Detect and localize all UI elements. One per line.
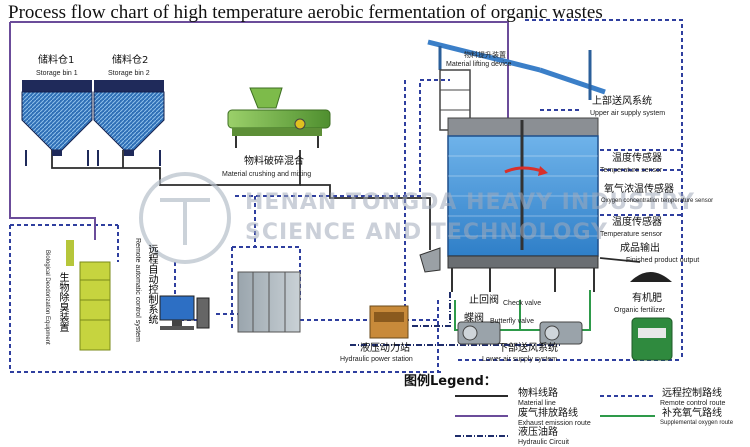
organic-fertilizer-label-en: Organic fertilizer <box>614 307 665 314</box>
butterfly-valve-label-en: Butterfly valve <box>490 318 534 325</box>
hydraulic-route <box>350 290 560 346</box>
bio-deodor-label-en: Biological Deodorization Equipment <box>44 250 50 345</box>
crushing-label-cn: 物料破碎混合 <box>244 156 304 167</box>
product-output-label-en: Finished product output <box>626 257 700 264</box>
bio-deodor-label-cn: 生物除臭装置 <box>57 272 68 332</box>
remote-control-routes <box>9 19 683 373</box>
oxygen-sensor-label-cn: 氧气浓温传感器 <box>604 184 674 195</box>
product-pile <box>630 272 672 282</box>
remote-control-label-cn: 远程自动控制系统 <box>146 244 157 324</box>
storage-bin-2-label-cn: 储料仓2 <box>112 55 149 66</box>
legend-item-oxygen-en: Supplemental oxygen route <box>660 420 734 426</box>
hydraulic-station-label-en: Hydraulic power station <box>340 356 413 363</box>
exhaust-route <box>9 21 509 240</box>
legend-heading: 图例Legend： <box>404 374 497 389</box>
temp-sensor-1-label-cn: 温度传感器 <box>612 153 662 164</box>
check-valve-label-en: Check valve <box>503 300 542 307</box>
control-cabinet <box>237 271 301 333</box>
lifting-label-cn: 物料提升装置 <box>464 52 506 59</box>
crushing-label-en: Material crushing and mixing <box>222 171 312 178</box>
storage-bin-2-label-en: Storage bin 2 <box>108 70 150 77</box>
bio-deodorization-tower <box>66 240 111 351</box>
storage-bin-1 <box>21 80 93 166</box>
oxygen-sensor-label-en: Oxygen concentration temperature sensor <box>601 198 714 204</box>
fermentation-tank <box>419 69 599 292</box>
legend-item-material-en: Material line <box>518 400 556 407</box>
legend-item-remote-en: Remote control route <box>660 400 726 407</box>
legend-item-hydraulic-cn: 液压油路 <box>518 427 558 438</box>
legend-item-remote-cn: 远程控制路线 <box>662 388 722 399</box>
crusher-mixer-machine <box>227 87 331 148</box>
storage-bin-2 <box>93 80 165 166</box>
legend-item-exhaust-en: Exhaust emission route <box>518 420 591 427</box>
legend-item-oxygen-cn: 补充氧气路线 <box>662 408 722 419</box>
hydraulic-station <box>369 305 409 339</box>
material-route <box>51 150 641 263</box>
lower-air-label-en: Lower air supply system <box>482 356 558 363</box>
watermark-line-2: SCIENCE AND TECHNOLOGY <box>245 220 608 245</box>
temp-sensor-1-label-en: Temperature sensor <box>600 167 663 174</box>
storage-bin-1-label-en: Storage bin 1 <box>36 70 78 77</box>
legend-samples <box>455 395 655 437</box>
lower-air-label-cn: 下部送风系统 <box>498 343 558 354</box>
control-computer <box>159 295 210 330</box>
organic-fertilizer-label-cn: 有机肥 <box>632 293 662 304</box>
remote-control-label-en: Remote automatic control system <box>134 238 141 342</box>
legend-item-exhaust-cn: 废气排放路线 <box>518 408 578 419</box>
temp-sensor-2-label-cn: 温度传感器 <box>612 217 662 228</box>
product-output-label-cn: 成品输出 <box>620 243 660 254</box>
legend-item-hydraulic-en: Hydraulic Circuit <box>518 439 569 446</box>
temp-sensor-2-label-en: Temperature sensor <box>600 231 663 238</box>
fertilizer-bag <box>631 317 673 361</box>
hydraulic-station-label-cn: 液压动力站 <box>360 343 410 354</box>
check-valve-label-cn: 止回阀 <box>469 295 499 306</box>
storage-bin-1-label-cn: 储料仓1 <box>38 55 75 66</box>
upper-air-label-cn: 上部送风系统 <box>592 96 652 107</box>
page-title: Process flow chart of high temperature a… <box>8 2 603 23</box>
upper-air-label-en: Upper air supply system <box>590 110 666 117</box>
lower-air-blowers <box>457 321 583 345</box>
butterfly-valve-label-cn: 蝶阀 <box>464 313 484 324</box>
watermark-line-1: HENAN TONGDA HEAVY INDUSTRY <box>245 190 695 215</box>
legend-item-material-cn: 物料线路 <box>518 388 558 399</box>
lifting-label-en: Material lifting device <box>446 61 512 68</box>
material-lifting-device <box>427 39 606 100</box>
watermark-logo <box>139 172 231 264</box>
